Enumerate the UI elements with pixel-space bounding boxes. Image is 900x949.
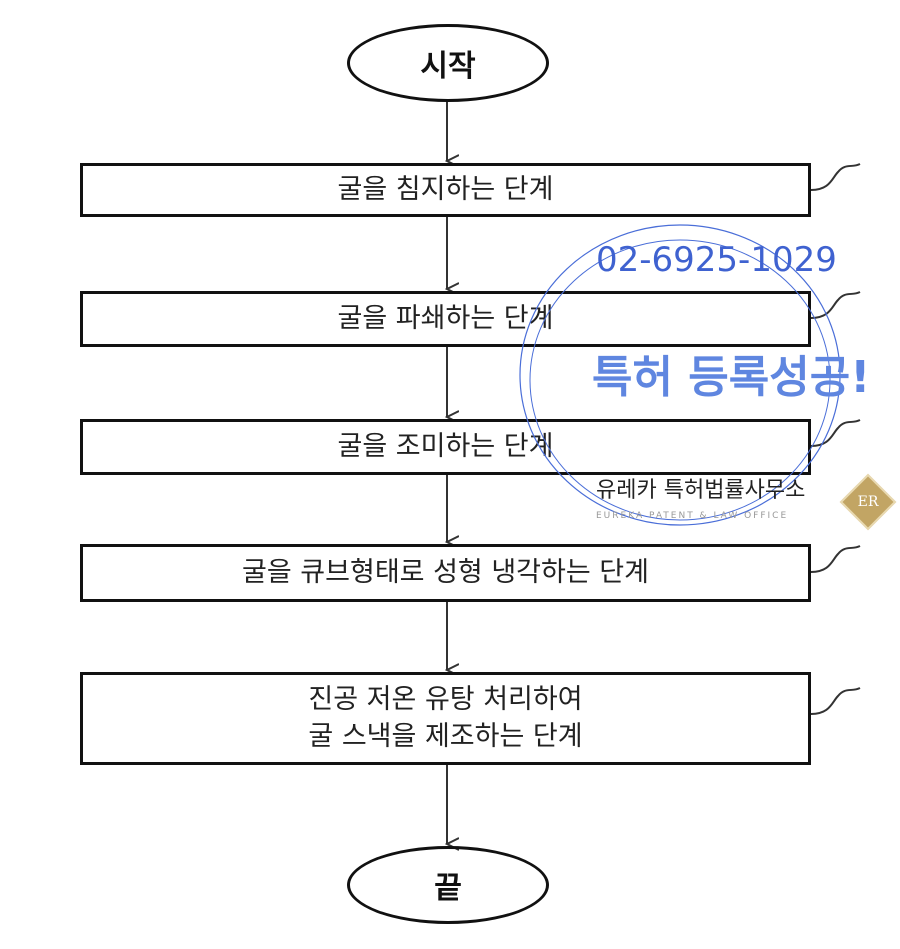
step-text: 굴을 큐브형태로 성형 냉각하는 단계: [242, 555, 649, 591]
step-3: 굴을 조미하는 단계: [80, 419, 811, 475]
step-text: 굴을 침지하는 단계: [338, 172, 554, 208]
end-label: 끝: [434, 863, 462, 907]
step-4: 굴을 큐브형태로 성형 냉각하는 단계: [80, 544, 811, 602]
step-text: 굴 스낵을 제조하는 단계: [308, 719, 582, 755]
leader-line: [811, 546, 860, 572]
leader-line: [811, 164, 860, 190]
stamp-phone: 02-6925-1029: [596, 243, 837, 277]
stamp-firm-en: EUREKA PATENT & LAW OFFICE: [596, 512, 788, 521]
start-terminal: 시작: [347, 24, 549, 102]
leader-line: [811, 292, 860, 318]
leader-line: [811, 420, 860, 446]
step-text: 진공 저온 유탕 처리하여: [308, 682, 582, 718]
firm-logo-text: ER: [850, 484, 886, 520]
start-label: 시작: [420, 41, 475, 85]
stamp-firm: 유레카 특허법률사무소: [596, 480, 805, 502]
step-2: 굴을 파쇄하는 단계: [80, 291, 811, 347]
end-terminal: 끝: [347, 846, 549, 924]
step-1: 굴을 침지하는 단계: [80, 163, 811, 217]
step-5: 진공 저온 유탕 처리하여 굴 스낵을 제조하는 단계: [80, 672, 811, 765]
step-text: 굴을 파쇄하는 단계: [338, 301, 554, 337]
leader-line: [811, 688, 860, 714]
step-text: 굴을 조미하는 단계: [338, 429, 554, 465]
stamp-headline: 특허 등록성공!: [592, 356, 870, 400]
